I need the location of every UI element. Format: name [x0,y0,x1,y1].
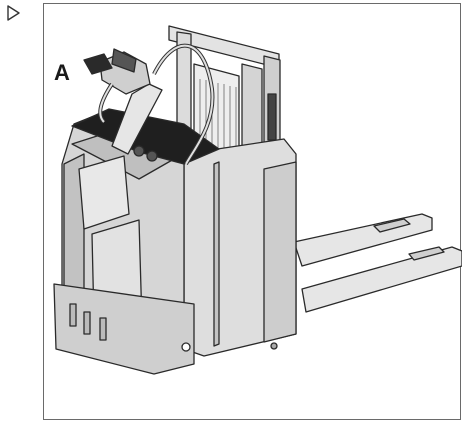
lower-fork [301,246,462,313]
chassis [183,138,297,357]
top-deck [71,108,220,165]
callout-label-a: A [54,60,70,85]
triangle-right-outline-icon [7,5,20,21]
pallet-truck-illustration [53,25,462,375]
operator-housing [53,111,195,375]
tiller-arm [83,48,163,155]
figure-frame: A [43,3,462,420]
upper-fork [293,213,433,267]
